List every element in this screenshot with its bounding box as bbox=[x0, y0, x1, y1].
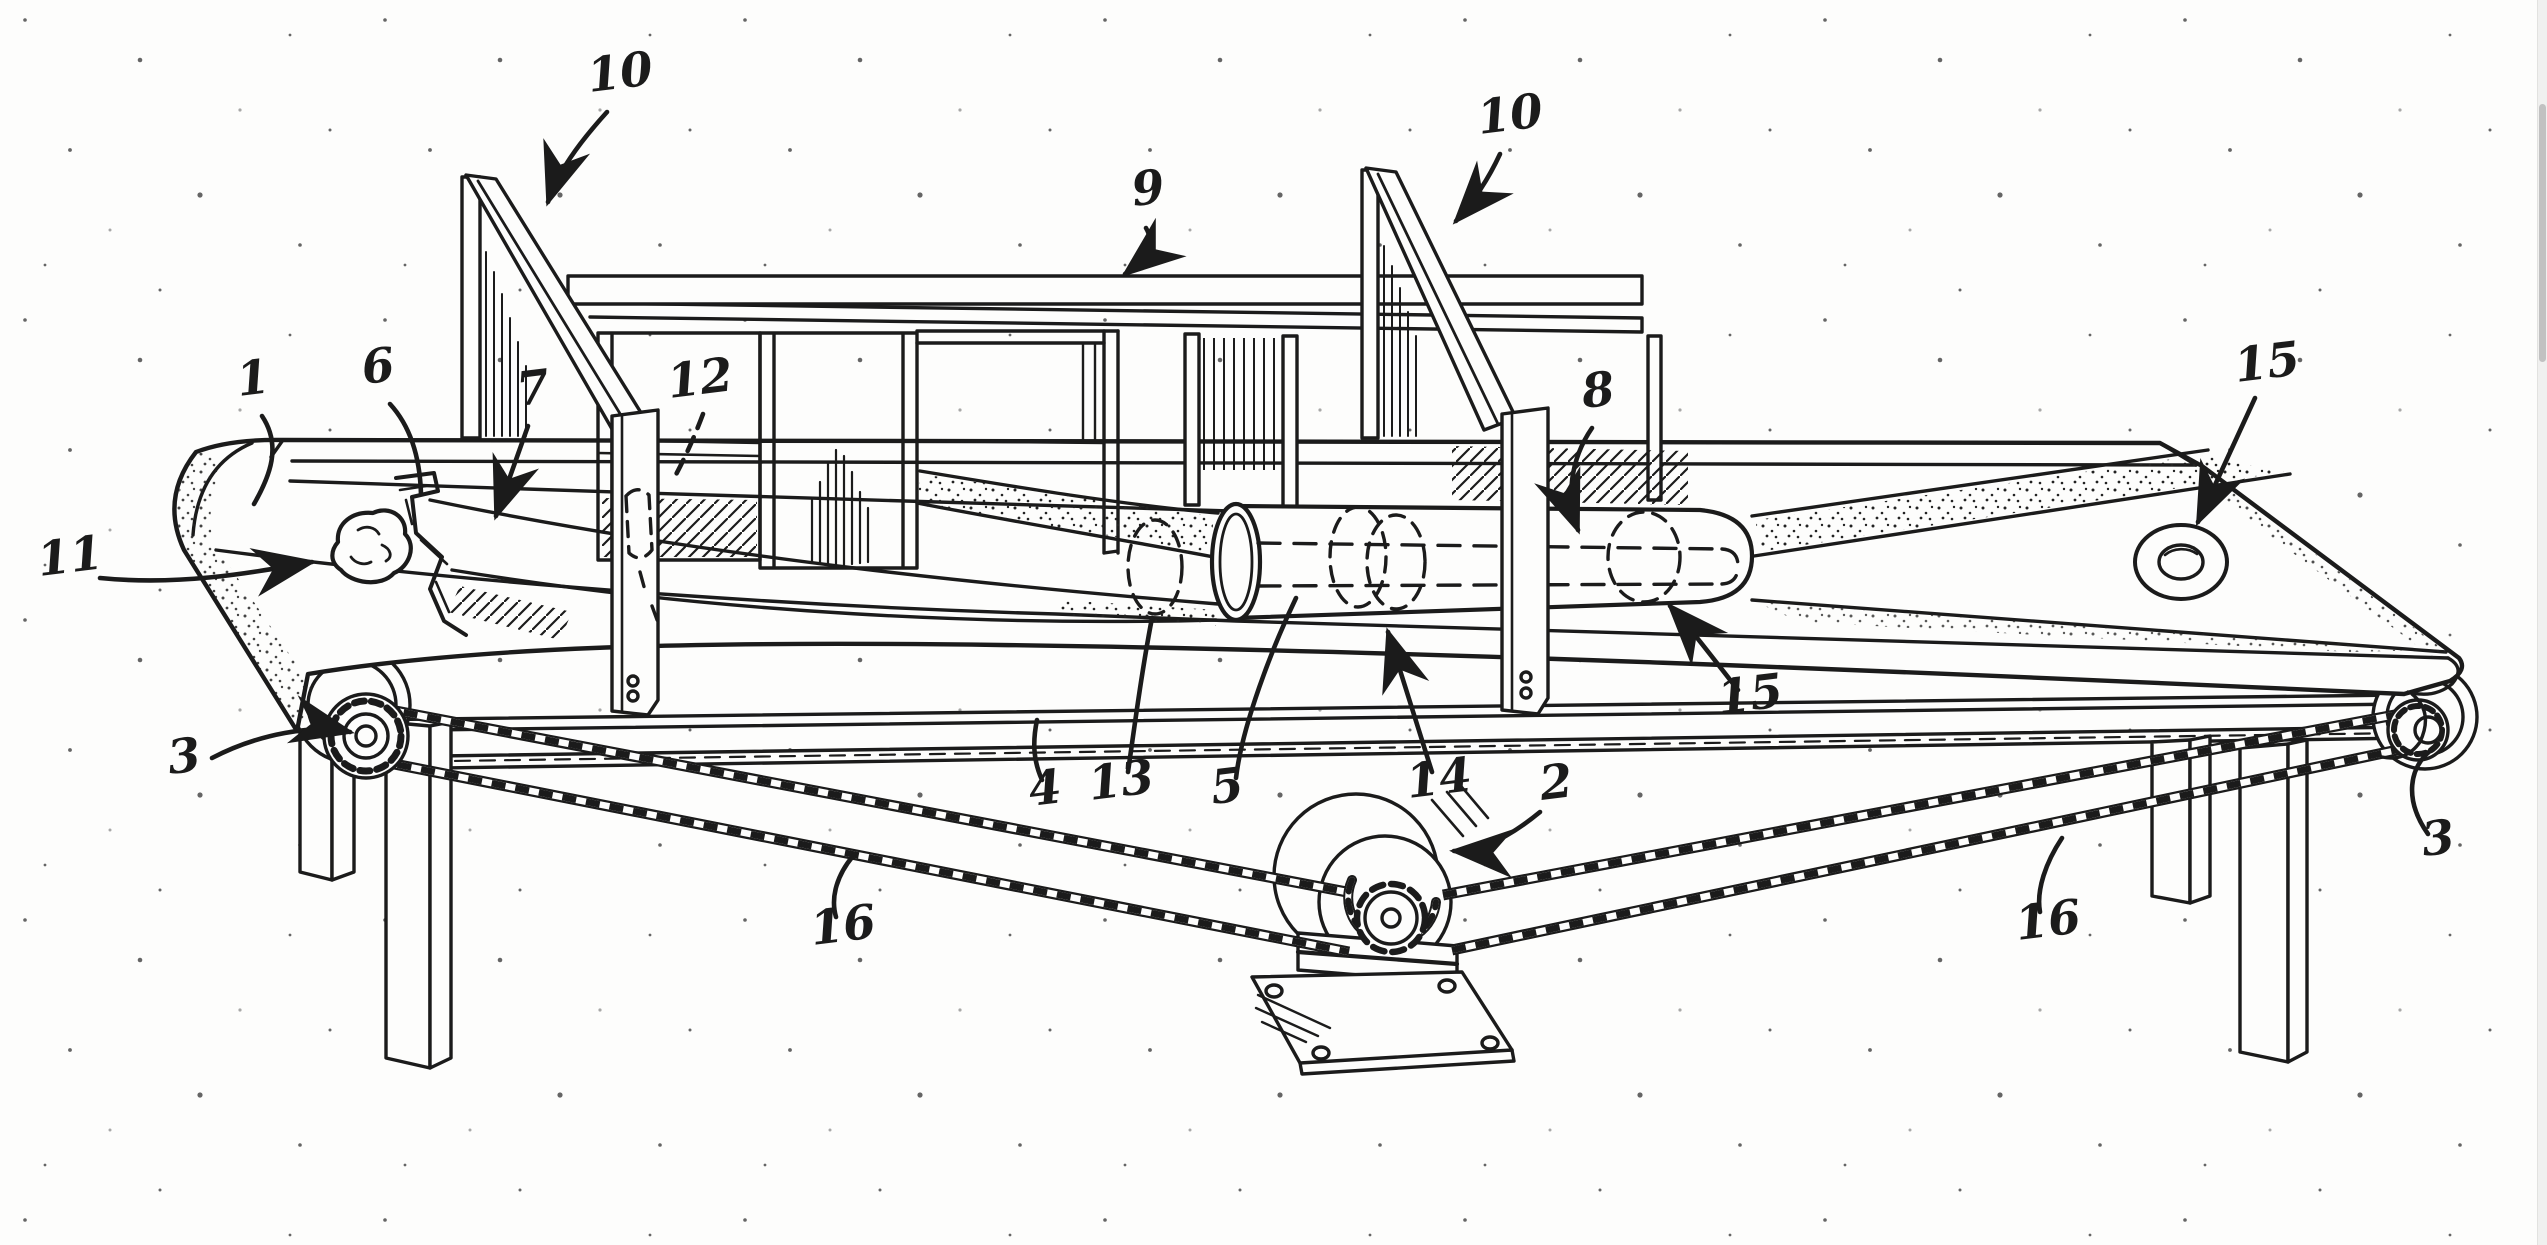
cone-stipple-2 bbox=[1050, 600, 1216, 626]
tube-body bbox=[1233, 503, 1755, 621]
lower-wedge-stipple bbox=[1756, 602, 2438, 652]
ref-label-3-right: 3 bbox=[2419, 809, 2458, 868]
leader-3-left bbox=[209, 695, 355, 761]
overhead-rail bbox=[566, 274, 1644, 306]
leader-7 bbox=[492, 423, 540, 521]
ref-label-11: 11 bbox=[34, 525, 106, 588]
spread-wedge-upper-1 bbox=[1750, 448, 2210, 518]
collar-14b bbox=[1365, 513, 1427, 611]
ref-label-10-right: 10 bbox=[1474, 83, 1546, 146]
ref-label-13: 13 bbox=[1085, 749, 1157, 812]
ref-label-7: 7 bbox=[514, 359, 553, 418]
leader-15-mid bbox=[1666, 602, 1741, 693]
ref-label-1: 1 bbox=[234, 349, 273, 408]
leader-10-left bbox=[543, 109, 610, 207]
leader-15-right bbox=[2195, 395, 2258, 527]
leg-left-front bbox=[384, 720, 453, 1070]
leader-3-right bbox=[2409, 745, 2437, 837]
ref-label-4: 4 bbox=[1026, 759, 1065, 818]
hopper-center-chute bbox=[758, 331, 919, 570]
hopper-slats bbox=[1183, 332, 1663, 509]
cone-stipple-1 bbox=[917, 474, 1214, 552]
gantry-left bbox=[460, 173, 650, 440]
leg-right-front bbox=[2238, 738, 2309, 1064]
leader-9 bbox=[1121, 217, 1187, 278]
rock-on-belt bbox=[330, 508, 413, 585]
gantry-left-post bbox=[610, 408, 660, 717]
drive-chains bbox=[372, 702, 2409, 958]
right-edge-stipple bbox=[2198, 472, 2452, 660]
left-cap-stipple bbox=[177, 452, 315, 731]
leader-12 bbox=[669, 411, 706, 485]
ref-label-15-right: 15 bbox=[2231, 331, 2303, 394]
leader-lines bbox=[97, 109, 2437, 920]
vertical-scrollbar-thumb[interactable] bbox=[2539, 104, 2546, 362]
collar-13 bbox=[1126, 518, 1184, 616]
ref-label-5: 5 bbox=[1208, 757, 1247, 816]
chain-left-upper bbox=[378, 702, 1354, 899]
under-table-rails bbox=[348, 693, 2412, 771]
leader-10-right bbox=[1452, 151, 1514, 225]
upper-wedge-stipple bbox=[1756, 455, 2284, 552]
leader-6 bbox=[387, 401, 424, 497]
leader-8 bbox=[1534, 425, 1595, 535]
ref-label-9: 9 bbox=[1129, 159, 1168, 218]
right-tip-wrap bbox=[2406, 656, 2460, 696]
hidden-shaft bbox=[1256, 541, 1740, 588]
gantry-right-post bbox=[1500, 406, 1550, 716]
chain-right-lower bbox=[1450, 742, 2409, 956]
ref-label-6: 6 bbox=[359, 337, 398, 396]
leader-14 bbox=[1382, 627, 1435, 775]
hatch-under-chute bbox=[448, 586, 572, 640]
ref-label-10-left: 10 bbox=[584, 41, 656, 104]
collar-15-mid bbox=[1606, 510, 1682, 604]
tube-mouth-inner bbox=[1218, 512, 1254, 612]
chain-right-upper bbox=[1441, 708, 2402, 901]
hidden-rod-12 bbox=[624, 488, 662, 630]
reference-numbers: 1 2 3 3 4 5 6 7 8 9 10 10 11 12 13 14 15… bbox=[34, 41, 2457, 957]
leader-11 bbox=[97, 548, 317, 597]
ref-label-8: 8 bbox=[1578, 361, 1618, 420]
reference-annotations: 1 2 3 3 4 5 6 7 8 9 10 10 11 12 13 14 15… bbox=[34, 41, 2457, 957]
ref-label-15-mid: 15 bbox=[1714, 663, 1786, 726]
leader-13 bbox=[1125, 615, 1155, 775]
leader-5 bbox=[1233, 595, 1299, 781]
belt-washer bbox=[2133, 523, 2229, 601]
leader-16-right bbox=[2036, 835, 2065, 915]
ref-label-14: 14 bbox=[1403, 747, 1475, 810]
leader-1 bbox=[251, 413, 275, 507]
ref-label-12: 12 bbox=[664, 347, 736, 410]
leader-16-left bbox=[831, 853, 856, 920]
leg-right-rear bbox=[2150, 734, 2212, 905]
overhead-frame bbox=[460, 166, 1644, 440]
vertical-scrollbar-track[interactable] bbox=[2537, 0, 2547, 1245]
ref-label-2: 2 bbox=[1536, 753, 1576, 812]
motor-sprocket bbox=[1343, 875, 1441, 956]
cone-line-lower bbox=[450, 568, 1218, 624]
chain-left-lower bbox=[372, 754, 1351, 958]
ref-label-16-left: 16 bbox=[807, 894, 879, 957]
leader-4 bbox=[1031, 717, 1045, 783]
deflector-chute bbox=[394, 471, 662, 637]
left-sprocket bbox=[322, 692, 410, 780]
ref-label-16-right: 16 bbox=[2012, 889, 2084, 952]
leader-2 bbox=[1449, 809, 1543, 879]
collar-14a bbox=[1328, 505, 1388, 609]
right-tip-wrap-2 bbox=[2380, 692, 2428, 760]
cone-twist-top bbox=[918, 469, 1220, 515]
cone-line-upper bbox=[428, 498, 1220, 606]
ref-label-3-left: 3 bbox=[165, 727, 204, 786]
right-sprocket bbox=[2386, 698, 2450, 762]
